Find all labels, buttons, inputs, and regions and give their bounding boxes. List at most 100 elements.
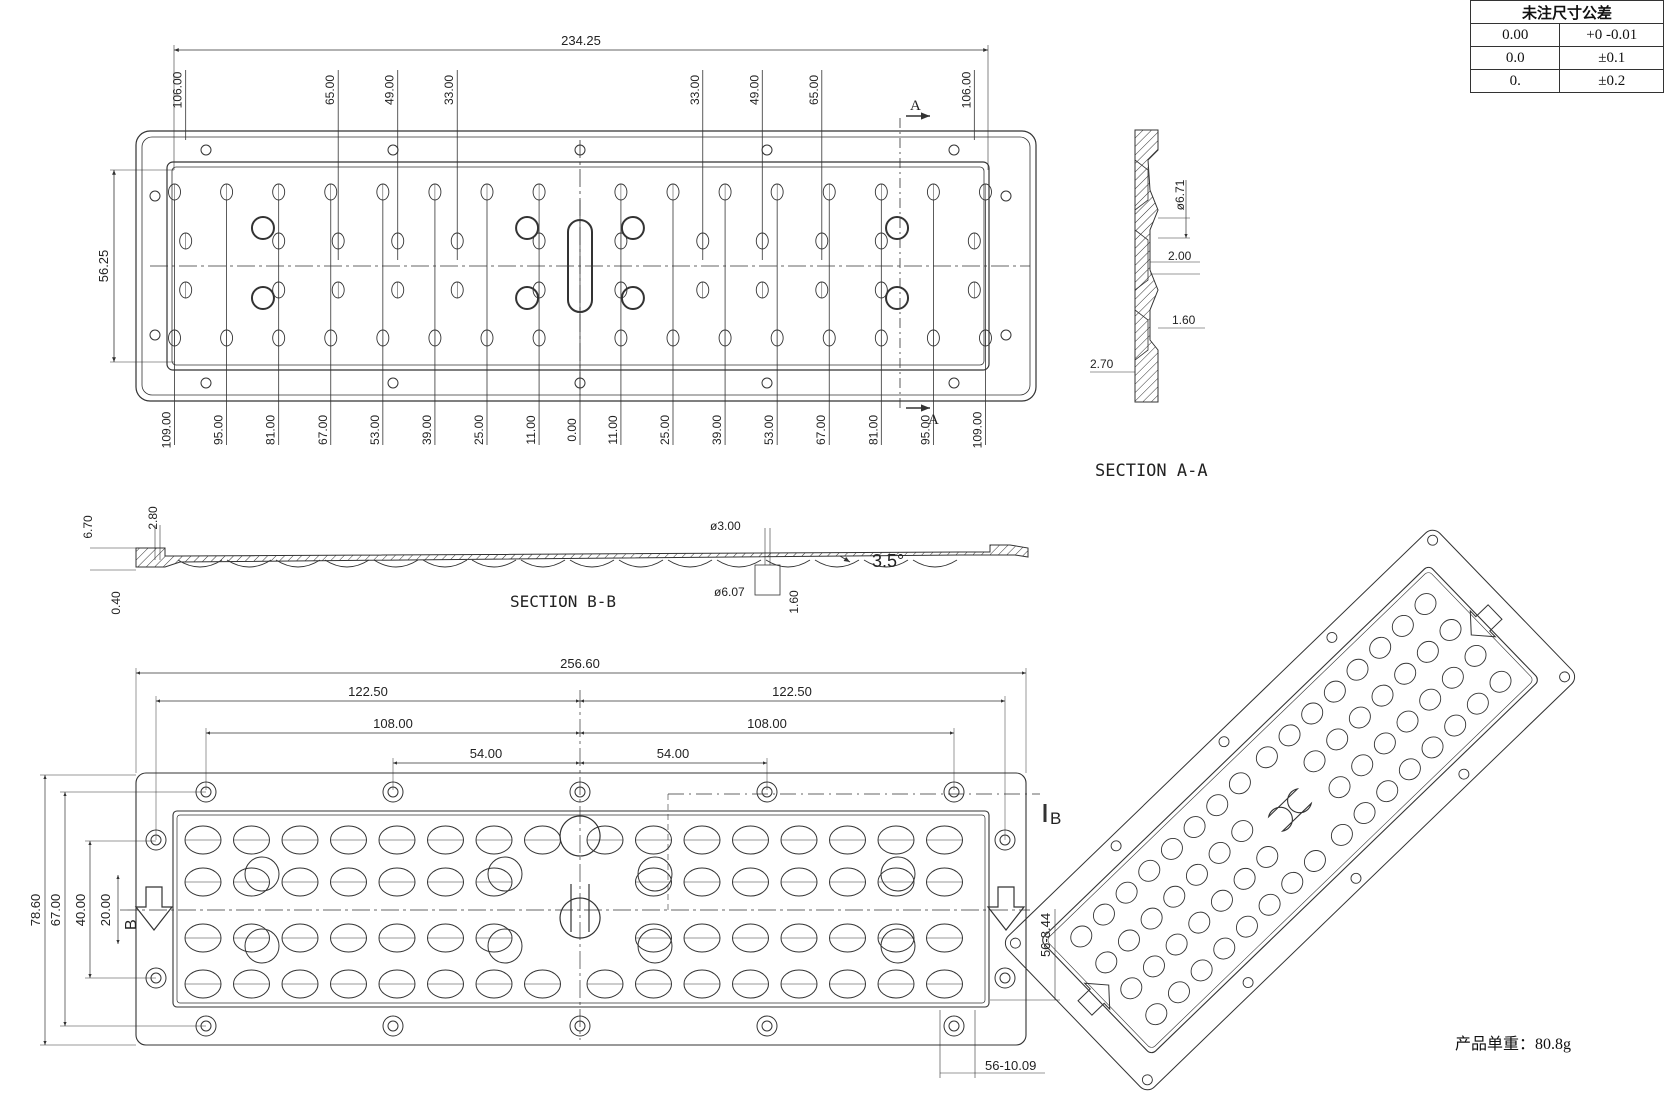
bottom-dim-label: 81.00: [866, 415, 880, 445]
section-bb-lens: [667, 559, 713, 568]
iso-mount-hole: [1009, 937, 1021, 949]
top-mount-hole: [1000, 190, 1012, 202]
section-aa-dim-2-70: 2.70: [1090, 357, 1114, 371]
bottom-dim-label: 95.00: [918, 415, 932, 445]
bottom-mount-hole-inner: [574, 1020, 586, 1032]
iso-lens: [1228, 772, 1251, 795]
section-bb-dim-6-70: 6.70: [81, 515, 95, 539]
iso-lens: [1330, 824, 1353, 846]
bottom-big-hole: [244, 928, 280, 964]
iso-lens: [1281, 871, 1304, 894]
iso-outline: [1004, 529, 1576, 1091]
section-aa-view: [1090, 129, 1205, 403]
section-bb-text: 6.70 2.80 0.40 ø3.00 ø6.07 1.60 3.5° SEC…: [81, 506, 904, 615]
section-b-label: B: [1050, 809, 1061, 828]
section-bb-lens: [275, 559, 321, 568]
bottom-dim-label: 11.00: [524, 415, 538, 444]
bottom-mount-hole-inner: [761, 1020, 773, 1032]
section-a-label-bottom: A: [928, 412, 939, 428]
top-mount-hole: [149, 329, 161, 341]
iso-lens: [1421, 736, 1444, 759]
iso-lens: [1489, 670, 1512, 693]
bottom-inner-right: 54.00: [657, 746, 690, 761]
iso-lens: [1444, 714, 1467, 737]
iso-lens: [1416, 640, 1439, 663]
bottom-mount-hole-outer: [382, 1015, 404, 1037]
iso-mount-hole: [1458, 768, 1470, 780]
bottom-dim-label: 25.00: [472, 415, 486, 445]
top-big-hole: [620, 216, 645, 240]
iso-lens: [1303, 750, 1326, 773]
bottom-dim-label: 109.00: [160, 411, 174, 448]
iso-lens: [1419, 688, 1442, 711]
section-bb-lens: [422, 559, 468, 568]
bottom-big-hole: [637, 856, 673, 892]
iso-lens: [1414, 593, 1437, 616]
tolerance-table: 未注尺寸公差 0.00 +0 -0.01 0.0 ±0.1 0. ±0.2: [1469, 0, 1664, 93]
top-dim-label: 106.00: [171, 71, 185, 108]
top-dim-label: 65.00: [807, 75, 821, 105]
iso-lens: [1213, 937, 1236, 960]
iso-lens: [1160, 838, 1183, 860]
bottom-mount-hole-outer: [756, 1015, 778, 1037]
iso-lens: [1441, 666, 1464, 689]
iso-lens: [1092, 903, 1115, 926]
bottom-big-hole: [637, 928, 673, 964]
bottom-pitch-left: 108.00: [373, 716, 413, 731]
bottom-big-hole: [880, 928, 916, 964]
bottom-dim-label: 53.00: [368, 415, 382, 445]
tolerance-value-1: ±0.1: [1559, 46, 1664, 70]
section-a-label-top: A: [910, 98, 921, 114]
iso-lens: [1115, 881, 1138, 904]
bottom-inner-left: 54.00: [470, 746, 503, 761]
section-aa-dim-diameter: ø6.71: [1173, 179, 1187, 210]
iso-lens-frame: [1042, 566, 1538, 1054]
bottom-dim-label: 109.00: [970, 411, 984, 448]
section-bb-dim-1-60: 1.60: [787, 590, 801, 614]
iso-lens: [1167, 981, 1190, 1004]
iso-lens: [1376, 780, 1399, 803]
bottom-half-left: 122.50: [348, 684, 388, 699]
bottom-dim-label: 67.00: [316, 415, 330, 445]
section-bb-lens: [324, 559, 370, 568]
section-bb-view: [90, 525, 1029, 596]
section-bb-dim-2-80: 2.80: [146, 506, 160, 530]
bottom-big-hole: [880, 856, 916, 892]
top-view-leaders: [174, 70, 986, 445]
iso-lens: [1326, 728, 1349, 751]
section-aa-dim-1-60: 1.60: [1172, 313, 1196, 327]
bottom-mount-hole-inner: [574, 786, 586, 798]
iso-lens: [1464, 644, 1487, 667]
bottom-dim-label: 67.00: [814, 415, 828, 445]
section-bb-lens: [226, 559, 272, 568]
iso-arrow-right-icon: [1469, 604, 1503, 638]
bottom-dim-label: 53.00: [762, 415, 776, 445]
iso-lens: [1439, 619, 1462, 641]
iso-mount-hole: [1110, 840, 1122, 852]
bottom-mount-hole-outer: [994, 967, 1016, 989]
top-big-hole: [250, 216, 275, 240]
bottom-height-40: 40.00: [73, 894, 88, 927]
tolerance-value-0: +0 -0.01: [1559, 23, 1664, 47]
iso-mount-hole: [1141, 1074, 1153, 1086]
section-bb-lens: [471, 559, 517, 568]
bottom-mount-hole-outer: [569, 781, 591, 803]
iso-lens: [1398, 758, 1421, 781]
section-bb-lens: [520, 559, 566, 568]
section-bb-profile: [135, 544, 1029, 568]
product-weight: 产品单重：80.8g: [1455, 1036, 1572, 1053]
iso-holes: [1009, 534, 1571, 1086]
bottom-dim-label: 0.00: [565, 418, 579, 442]
iso-mount-hole: [1326, 632, 1338, 643]
section-bb-lens: [569, 559, 615, 568]
iso-mount-hole: [1242, 977, 1254, 988]
iso-lens: [1255, 746, 1278, 769]
bottom-bottom-dim: 56-10.09: [985, 1058, 1036, 1073]
iso-keyhole-slot: [1267, 788, 1313, 832]
section-bb-dim-0-40: 0.40: [109, 591, 123, 615]
bottom-dim-label: 11.00: [606, 415, 620, 444]
iso-lens: [1303, 850, 1326, 872]
top-view: [110, 45, 1037, 445]
top-mount-hole: [200, 144, 212, 156]
